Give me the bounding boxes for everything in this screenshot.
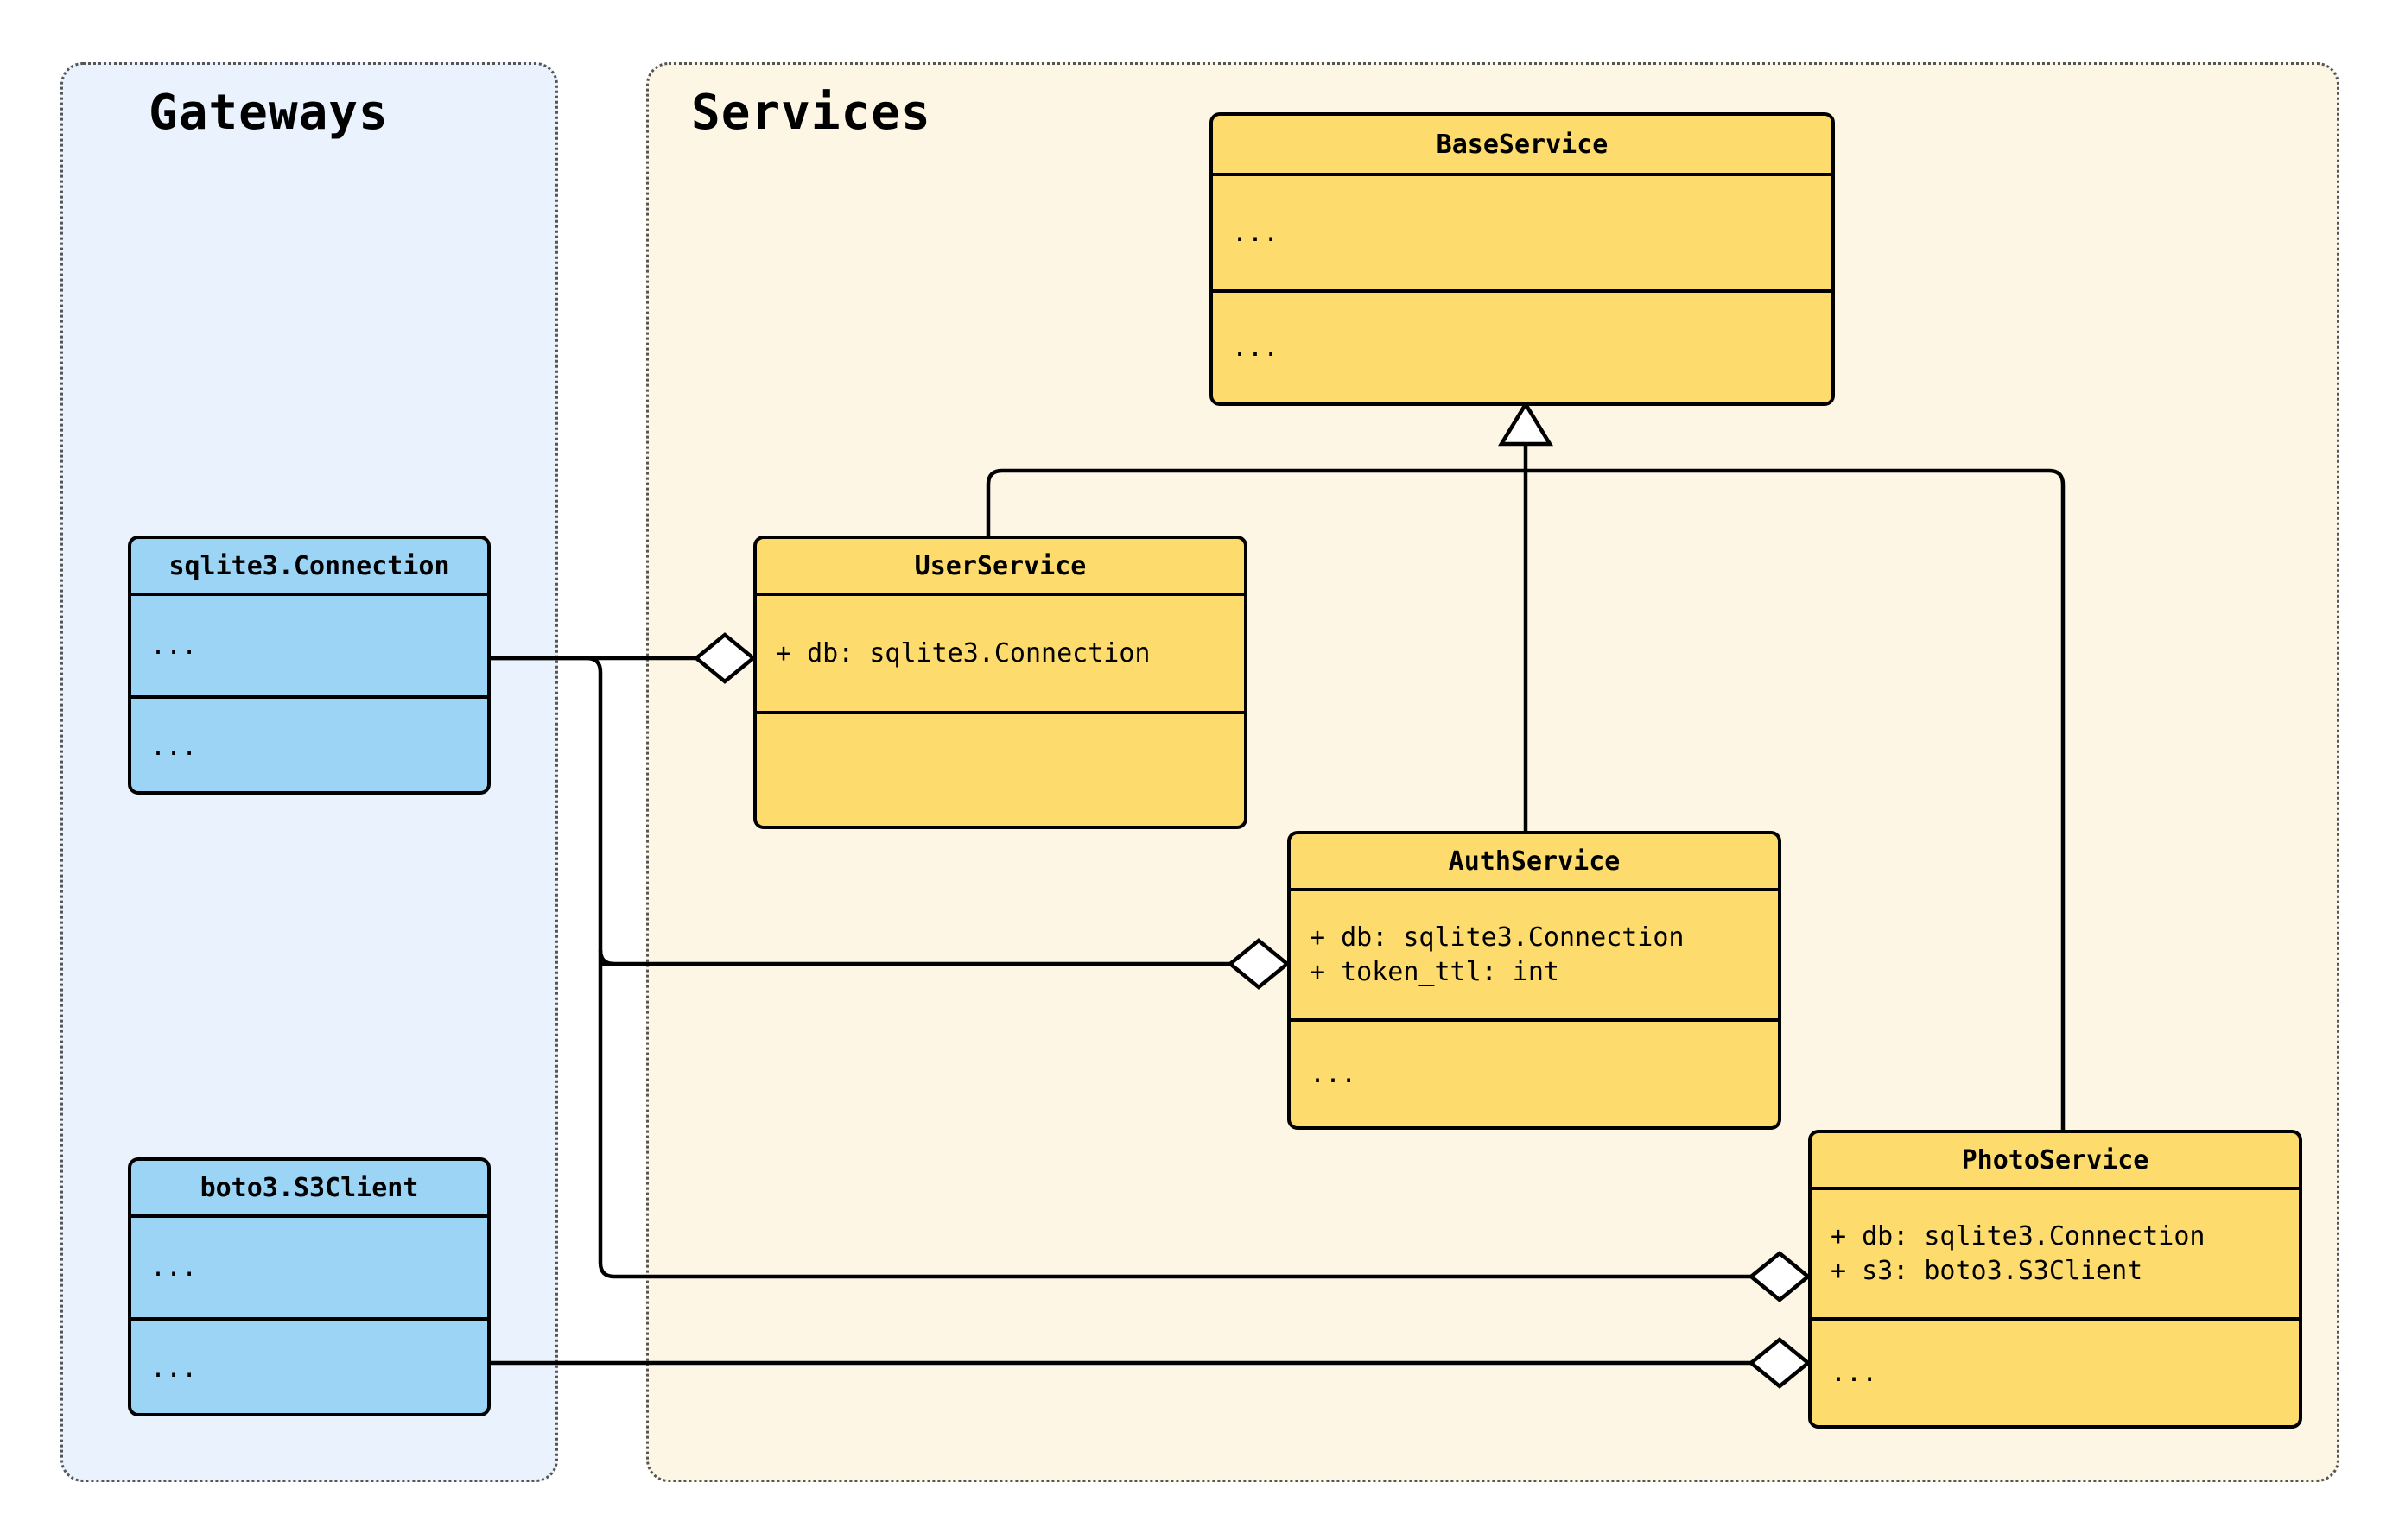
edge-aggregation-sqlite-auth-corner bbox=[598, 949, 615, 966]
class-name-auth-service: AuthService bbox=[1291, 834, 1778, 891]
class-attributes-auth-service: + db: sqlite3.Connection + token_ttl: in… bbox=[1310, 922, 1685, 987]
class-box-photo-service[interactable]: PhotoService + db: sqlite3.Connection + … bbox=[1808, 1130, 2302, 1429]
class-name-base-service: BaseService bbox=[1213, 116, 1831, 176]
class-methods-auth-service: ... bbox=[1291, 1018, 1778, 1126]
class-box-boto3-s3client[interactable]: boto3.S3Client ... ... bbox=[128, 1157, 491, 1416]
class-methods-sqlite3-connection: ... bbox=[131, 695, 487, 791]
class-attributes-sqlite3-connection: ... bbox=[150, 630, 198, 661]
class-name-user-service: UserService bbox=[757, 539, 1244, 596]
package-services-title: Services bbox=[691, 85, 931, 141]
class-box-sqlite3-connection[interactable]: sqlite3.Connection ... ... bbox=[128, 536, 491, 795]
edge-aggregation-sqlite-photo bbox=[598, 1262, 1751, 1279]
generalization-triangle-marker bbox=[1497, 400, 1554, 447]
class-methods-user-service bbox=[757, 711, 1244, 826]
class-attributes-photo-service: + db: sqlite3.Connection + s3: boto3.S3C… bbox=[1831, 1220, 2205, 1286]
class-attributes-boto3-s3client: ... bbox=[150, 1252, 198, 1283]
class-attributes-base-service: ... bbox=[1232, 217, 1279, 248]
edge-generalization-photo bbox=[2048, 468, 2066, 1130]
class-name-photo-service: PhotoService bbox=[1812, 1133, 2299, 1190]
class-methods-photo-service: ... bbox=[1812, 1317, 2299, 1425]
aggregation-diamond-photo-db bbox=[1748, 1251, 1812, 1302]
class-methods-base-service: ... bbox=[1213, 289, 1831, 402]
package-gateways-title: Gateways bbox=[149, 85, 389, 141]
edge-generalization-user bbox=[986, 468, 1003, 539]
class-name-sqlite3-connection: sqlite3.Connection bbox=[131, 539, 487, 596]
class-box-base-service[interactable]: BaseService ... ... bbox=[1209, 112, 1835, 406]
class-name-boto3-s3client: boto3.S3Client bbox=[131, 1161, 487, 1218]
class-attributes-user-service: + db: sqlite3.Connection bbox=[776, 637, 1151, 669]
aggregation-diamond-photo-s3 bbox=[1748, 1337, 1812, 1389]
aggregation-diamond-user bbox=[693, 632, 757, 684]
aggregation-diamond-auth bbox=[1227, 938, 1291, 990]
class-methods-boto3-s3client: ... bbox=[131, 1317, 487, 1413]
class-box-user-service[interactable]: UserService + db: sqlite3.Connection bbox=[753, 536, 1247, 829]
class-box-auth-service[interactable]: AuthService + db: sqlite3.Connection + t… bbox=[1287, 831, 1781, 1130]
edge-aggregation-sqlite-trunk bbox=[491, 656, 603, 1263]
